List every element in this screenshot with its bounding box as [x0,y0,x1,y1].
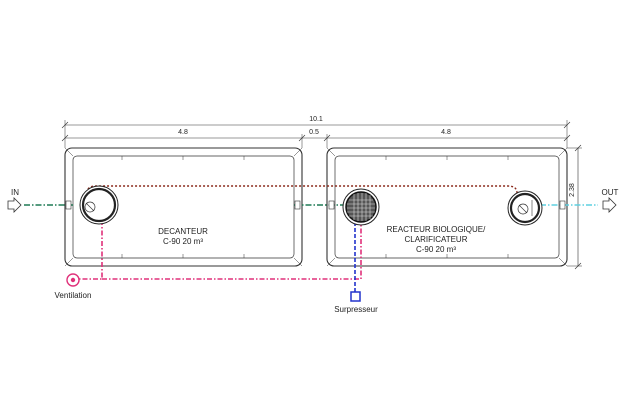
dimension-total-label: 10.1 [309,116,323,123]
outlet-fitting [559,200,566,210]
reacteur-name-1: REACTEUR BIOLOGIQUE/ [387,225,486,234]
decanteur-tank [64,147,303,267]
inlet-fitting [65,200,72,210]
dimension-left-tank-label: 4.8 [178,129,188,136]
ventilation-label: Ventilation [55,291,92,300]
dimension-height-label: 2.38 [569,183,576,197]
surpresseur-box [350,291,361,302]
reacteur-name-2: CLARIFICATEUR [405,235,468,244]
clarificateur-manhole [507,190,543,226]
reacteur-tank [326,147,568,267]
out-arrow-icon [602,197,617,213]
reacteur-aerator-manhole [342,188,380,226]
transfer-fitting-right [328,200,335,210]
surpresseur-label: Surpresseur [334,305,378,314]
dimension-segments [61,134,571,148]
dimension-right-tank-label: 4.8 [441,129,451,136]
dimension-height [567,144,582,270]
transfer-fitting-left [294,200,301,210]
in-arrow-icon [7,197,22,213]
out-label: OUT [602,188,619,197]
decanteur-spec: C-90 20 m³ [163,237,203,246]
decanteur-manhole [79,185,119,225]
reacteur-spec: C-90 20 m³ [416,245,456,254]
dimension-total [61,120,571,148]
dimension-gap-label: 0.5 [309,129,319,136]
ventilation-symbol [66,273,80,287]
ventilation-pipe [79,212,362,280]
in-label: IN [11,188,19,197]
decanteur-name: DECANTEUR [158,227,208,236]
